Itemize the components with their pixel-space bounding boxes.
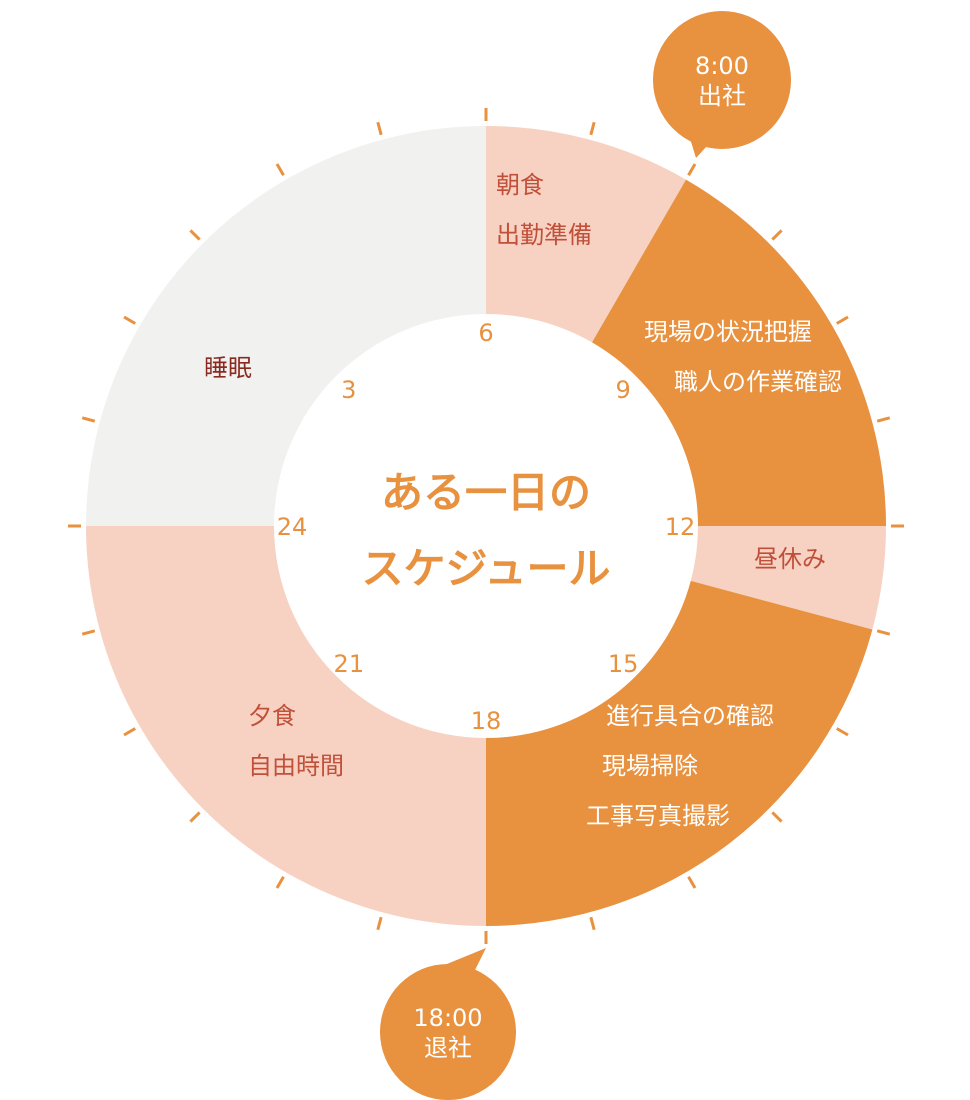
callout-time: 8:00 — [695, 52, 749, 80]
hour-tick — [123, 727, 137, 737]
segment-am-work — [592, 179, 886, 526]
hour-label-24: 24 — [277, 513, 308, 541]
hour-tick — [189, 229, 201, 241]
hour-label-3: 3 — [341, 376, 356, 404]
segment-label-morning-1: 出勤準備 — [496, 221, 592, 249]
hour-label-21: 21 — [334, 650, 365, 678]
hour-label-9: 9 — [616, 376, 631, 404]
segments-layer — [86, 126, 886, 926]
hour-tick — [876, 629, 891, 636]
hour-label-6: 6 — [478, 319, 493, 347]
segment-label-sleep-0: 睡眠 — [204, 354, 252, 382]
hour-tick — [687, 163, 697, 177]
ticks-layer — [68, 108, 904, 944]
hour-tick — [589, 121, 596, 136]
callout-bubble — [380, 964, 516, 1100]
segment-label-pm-work-2: 工事写真撮影 — [586, 802, 730, 830]
hour-tick — [275, 163, 285, 177]
hour-label-18: 18 — [471, 707, 502, 735]
hour-label-15: 15 — [608, 650, 639, 678]
center-title: ある一日の スケジュール — [361, 468, 610, 593]
callout-label: 出社 — [698, 82, 746, 110]
segment-label-am-work-1: 職人の作業確認 — [674, 368, 842, 396]
callout-bubble — [653, 11, 791, 149]
hour-labels-layer: 3 6 9 12 15 18 21 24 — [277, 319, 696, 735]
segment-evening — [86, 526, 486, 926]
segment-lunch — [690, 526, 886, 630]
segment-label-am-work-0: 現場の状況把握 — [644, 318, 812, 346]
hour-tick — [835, 315, 849, 325]
hour-tick — [376, 121, 383, 136]
segment-label-pm-work-1: 現場掃除 — [602, 752, 698, 780]
hour-tick — [275, 875, 285, 889]
segment-label-lunch-0: 昼休み — [754, 545, 826, 573]
callout-time: 18:00 — [413, 1004, 482, 1032]
segment-morning — [486, 126, 686, 343]
hour-tick — [835, 727, 849, 737]
segment-label-evening-0: 夕食 — [248, 702, 296, 730]
hour-label-12: 12 — [665, 513, 696, 541]
hour-tick — [771, 811, 783, 823]
hour-tick — [376, 916, 383, 931]
hour-tick — [81, 629, 96, 636]
callout-label: 退社 — [424, 1034, 472, 1062]
hour-tick — [123, 315, 137, 325]
center-title-line2: スケジュール — [361, 544, 610, 593]
hour-tick — [589, 916, 596, 931]
center-title-line1: ある一日の — [381, 468, 591, 517]
segment-label-morning-0: 朝食 — [496, 171, 544, 199]
hour-tick — [189, 811, 201, 823]
segment-labels-layer: 睡眠 朝食出勤準備現場の状況把握職人の作業確認昼休み進行具合の確認現場掃除工事写真… — [204, 171, 842, 830]
hour-tick — [876, 416, 891, 423]
segment-sleep — [86, 126, 486, 526]
segment-label-evening-1: 自由時間 — [248, 752, 344, 780]
segment-pm-work — [486, 580, 873, 926]
hour-tick — [81, 416, 96, 423]
hour-tick — [687, 875, 697, 889]
segment-label-pm-work-0: 進行具合の確認 — [606, 702, 774, 730]
hour-tick — [771, 229, 783, 241]
